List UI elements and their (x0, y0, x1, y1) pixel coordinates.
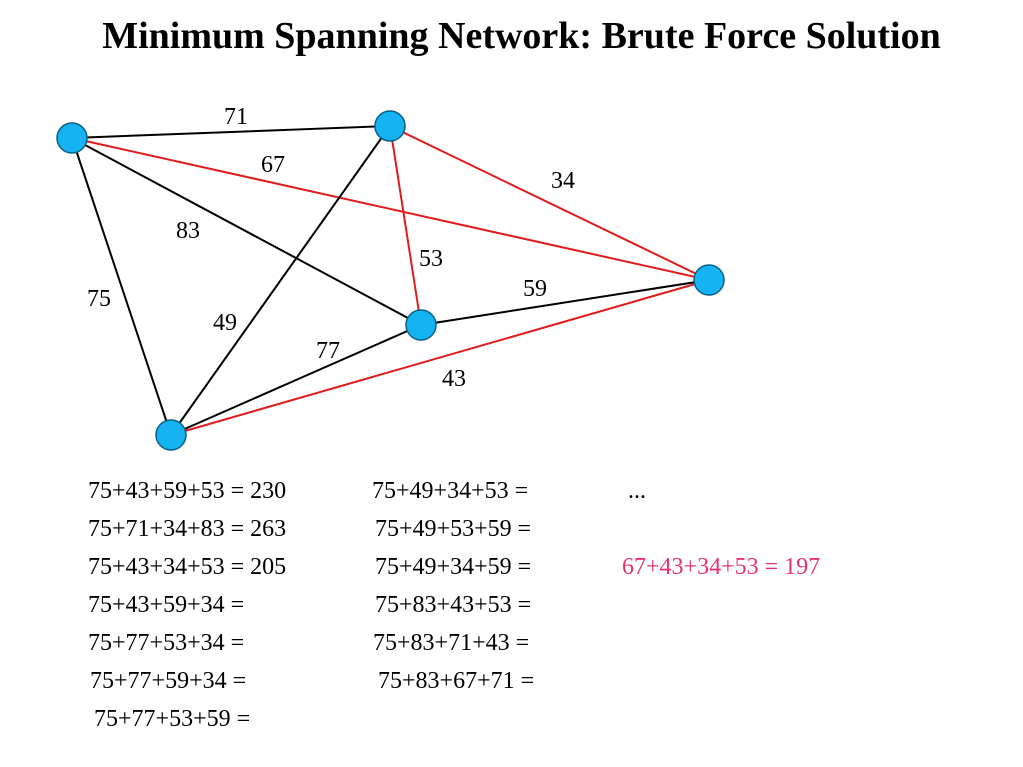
edge-A-B (71, 125, 391, 139)
edge-A-C (71, 137, 422, 326)
edge-D-E (170, 279, 710, 436)
sum-item: 75+49+34+53 = (372, 478, 529, 504)
edge-weight-label: 77 (316, 338, 340, 364)
sum-item: 75+71+34+83 = 263 (88, 516, 287, 542)
sum-item: 75+43+59+34 = (88, 592, 245, 618)
sum-item: 75+49+34+59 = (375, 554, 532, 580)
node-A (56, 122, 88, 154)
edge-C-E (420, 279, 710, 326)
sum-item: 75+43+59+53 = 230 (88, 478, 287, 504)
page-title: Minimum Spanning Network: Brute Force So… (102, 15, 941, 57)
edge-A-E (71, 137, 710, 281)
edge-weight-label: 43 (442, 366, 466, 392)
sum-item: 75+83+67+71 = (378, 668, 535, 694)
edge-weight-label: 34 (551, 168, 575, 194)
edge-weight-label: 83 (176, 218, 200, 244)
node-B (374, 110, 406, 142)
edge-weight-label: 71 (224, 104, 248, 130)
node-C (405, 309, 437, 341)
edge-weight-label: 67 (261, 152, 285, 178)
edge-weight-label: 49 (213, 310, 237, 336)
edge-weight-label: 53 (419, 246, 443, 272)
edge-weight-label: 75 (87, 286, 111, 312)
sum-item: 75+43+34+53 = 205 (88, 554, 287, 580)
edge-weight-label: 59 (523, 276, 547, 302)
result-sum: 67+43+34+53 = 197 (622, 554, 821, 580)
sum-ellipsis: ... (628, 478, 646, 504)
edge-B-D (170, 125, 391, 436)
sum-item: 75+83+71+43 = (373, 630, 530, 656)
edge-A-D (71, 137, 172, 436)
node-D (155, 419, 187, 451)
sum-item: 75+77+59+34 = (90, 668, 247, 694)
sum-item: 75+77+53+59 = (94, 706, 251, 732)
sum-item: 75+77+53+34 = (88, 630, 245, 656)
edge-B-C (389, 125, 422, 326)
node-E (693, 264, 725, 296)
edge-C-D (170, 324, 422, 436)
edge-B-E (389, 125, 710, 281)
sum-item: 75+49+53+59 = (375, 516, 532, 542)
sum-item: 75+83+43+53 = (375, 592, 532, 618)
